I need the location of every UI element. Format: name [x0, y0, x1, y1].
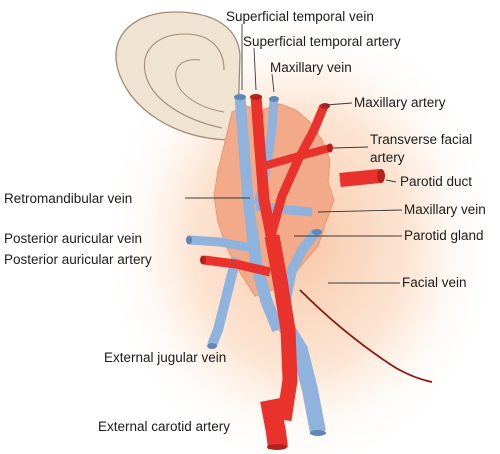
- parotid-duct-vessel: [339, 169, 381, 187]
- nerve-line: [299, 289, 433, 383]
- external-jugular-vein-vessel: [207, 256, 241, 347]
- arteries: [203, 95, 381, 450]
- label-superficial-temporal-vein: Superficial temporal vein: [226, 9, 374, 24]
- veins: [189, 95, 326, 434]
- label-maxillary-artery: Maxillary artery: [354, 95, 446, 110]
- vessel-ends: [186, 94, 385, 450]
- retromandibular-vein-vessel: [246, 229, 284, 333]
- labels: Superficial temporal vein Superficial te…: [4, 9, 486, 434]
- posterior-auricular-vein-vessel: [189, 235, 253, 253]
- label-superficial-temporal-artery: Superficial temporal artery: [243, 34, 401, 49]
- posterior-auricular-artery-vessel: [203, 255, 272, 277]
- label-retromandibular-vein: Retromandibular vein: [4, 191, 132, 206]
- leader-lines: [185, 24, 403, 284]
- carotid-base: [260, 398, 288, 450]
- label-parotid-gland: Parotid gland: [404, 228, 484, 243]
- label-facial-vein: Facial vein: [402, 275, 467, 290]
- ear: [115, 11, 241, 141]
- superficial-temporal-vein: [234, 95, 258, 233]
- facial-vein-vessel: [281, 228, 320, 301]
- label-maxillary-vein-right: Maxillary vein: [404, 202, 486, 217]
- label-transverse-facial-artery-line2: artery: [370, 150, 405, 165]
- label-posterior-auricular-vein: Posterior auricular vein: [4, 231, 142, 246]
- transverse-facial-artery-vessel: [262, 144, 332, 170]
- label-external-jugular-vein: External jugular vein: [104, 350, 226, 365]
- external-carotid-artery-vessel: [264, 234, 298, 422]
- superficial-temporal-artery-vessel: [250, 95, 278, 242]
- label-transverse-facial-artery-line1: Transverse facial: [370, 132, 472, 147]
- label-parotid-duct: Parotid duct: [400, 174, 472, 189]
- label-external-carotid-artery: External carotid artery: [98, 419, 230, 434]
- label-maxillary-vein-top: Maxillary vein: [270, 60, 352, 75]
- label-posterior-auricular-artery: Posterior auricular artery: [4, 252, 152, 267]
